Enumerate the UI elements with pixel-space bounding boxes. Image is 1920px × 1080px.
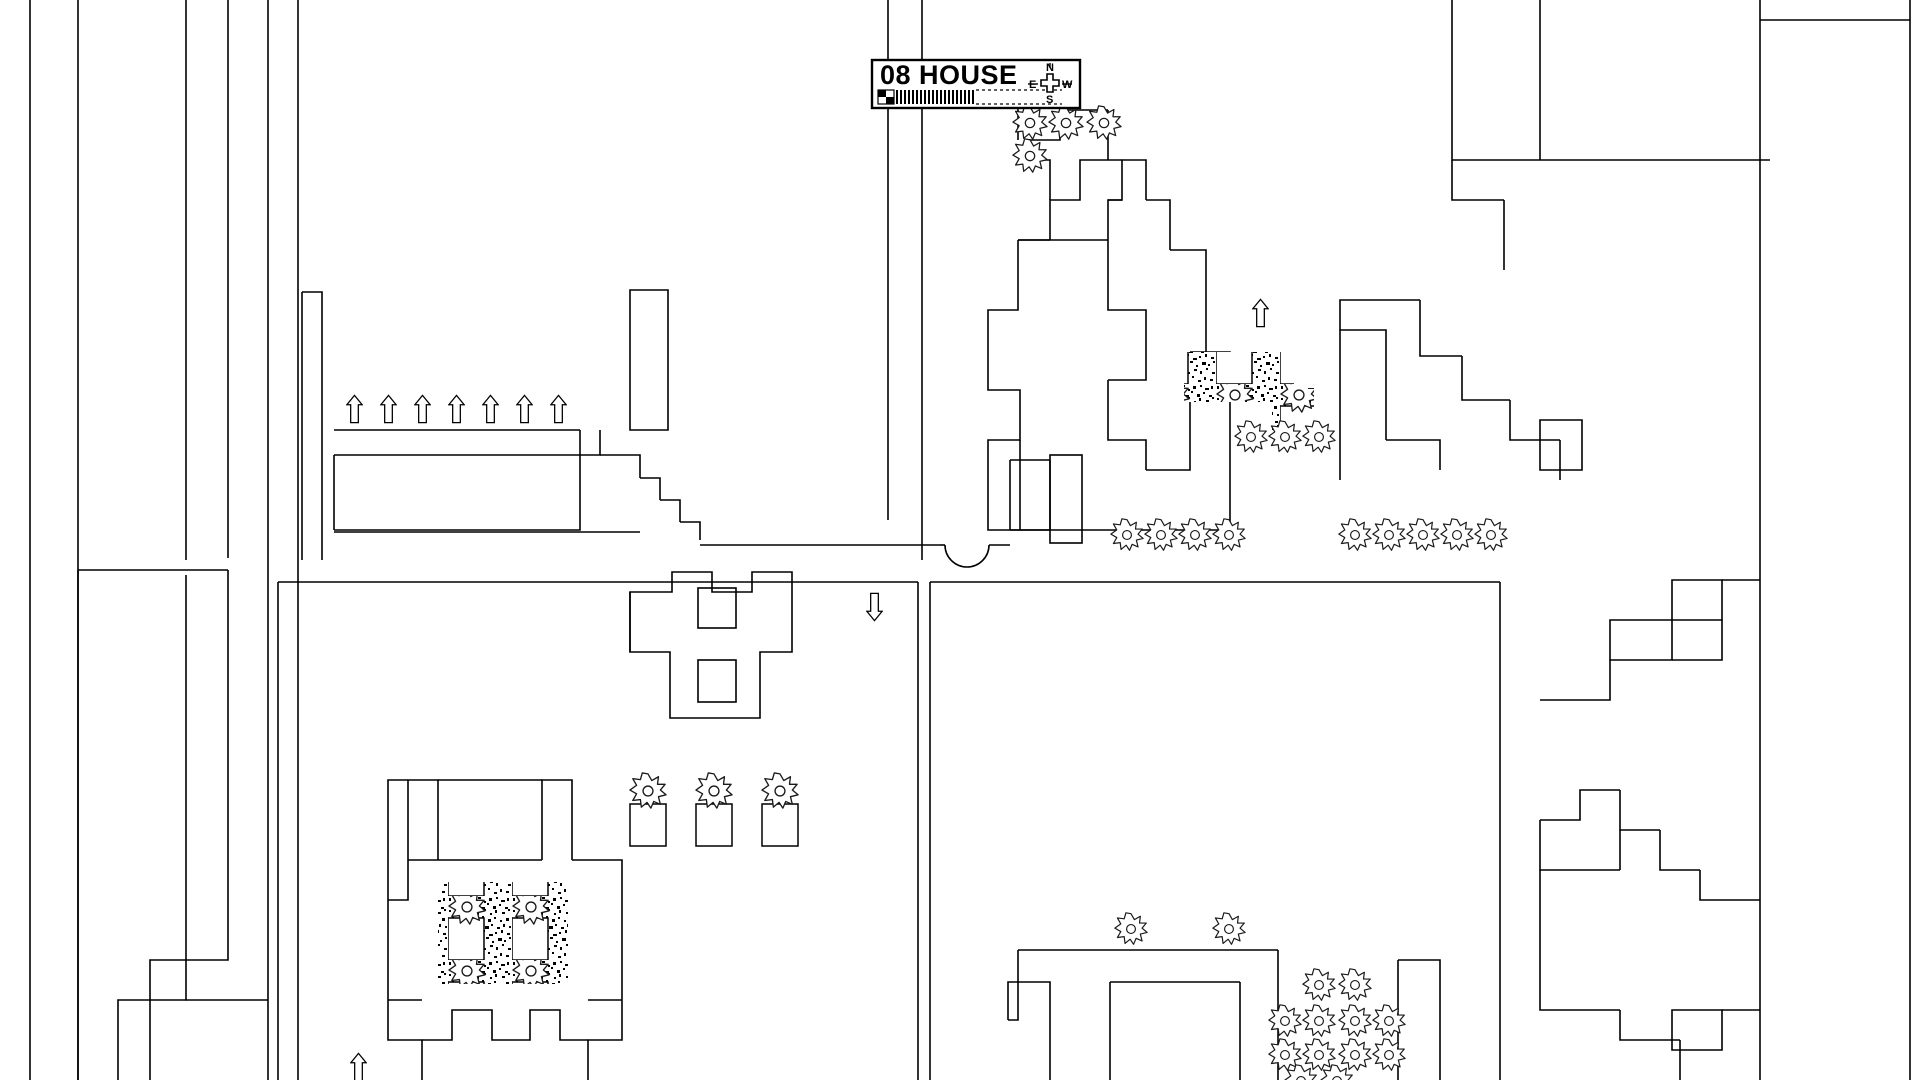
noise-fill-patches	[438, 352, 1314, 984]
up-arrow-symbol	[346, 394, 363, 424]
upper-left-terrace	[301, 289, 701, 560]
upper-right-building	[987, 109, 1231, 531]
up-arrow-symbol	[380, 394, 397, 424]
detached-boxes	[1049, 454, 1083, 544]
compass-rose-icon: N S E W	[1028, 62, 1073, 106]
planting-symbols	[1012, 105, 1508, 1080]
main-central-boundary	[277, 581, 1501, 1080]
planter-box	[761, 772, 799, 847]
planter-box	[629, 772, 667, 847]
plan-linework	[29, 0, 1911, 1080]
up-arrow-symbol	[482, 394, 499, 424]
semicircular-bay	[700, 544, 1010, 568]
right-boundary	[1451, 0, 1911, 1080]
right-center-walls	[1339, 299, 1583, 480]
left-corridor-walls	[29, 0, 299, 1080]
title-block[interactable]: 08 HOUSE	[870, 58, 1082, 110]
scale-bar	[877, 89, 1062, 105]
title-block-label: 08 HOUSE	[880, 60, 1018, 90]
up-arrow-symbol	[448, 394, 465, 424]
up-arrow-symbol	[350, 1052, 367, 1080]
compass-east-label: W	[1062, 79, 1073, 91]
down-arrow-symbol	[866, 592, 883, 622]
planter-boxes	[629, 772, 799, 847]
compass-south-label: S	[1046, 94, 1053, 106]
compass-west-label: E	[1029, 79, 1036, 91]
up-arrow-symbol	[414, 394, 431, 424]
up-arrow-symbol	[550, 394, 567, 424]
noise-patch-courtyard	[438, 882, 568, 984]
lower-center-outbuilding	[1007, 949, 1441, 1080]
right-stepped-wall-lower	[1539, 789, 1760, 1080]
planter-box	[695, 772, 733, 847]
lower-left-building	[387, 779, 623, 1080]
shrub-bed-left	[1110, 518, 1246, 551]
up-arrow-symbol	[1252, 298, 1269, 328]
shrub-row-mid-right	[1234, 420, 1336, 453]
shrub-cluster-lower-right	[1268, 968, 1406, 1080]
up-arrow-symbol	[516, 394, 533, 424]
shrub-pair-lower-center	[1114, 912, 1246, 945]
right-stepped-wall-upper	[1540, 579, 1760, 701]
shrub-row-roof	[1012, 105, 1122, 173]
shrub-bed-right	[1338, 518, 1508, 551]
central-cross-pavilion	[629, 571, 793, 719]
